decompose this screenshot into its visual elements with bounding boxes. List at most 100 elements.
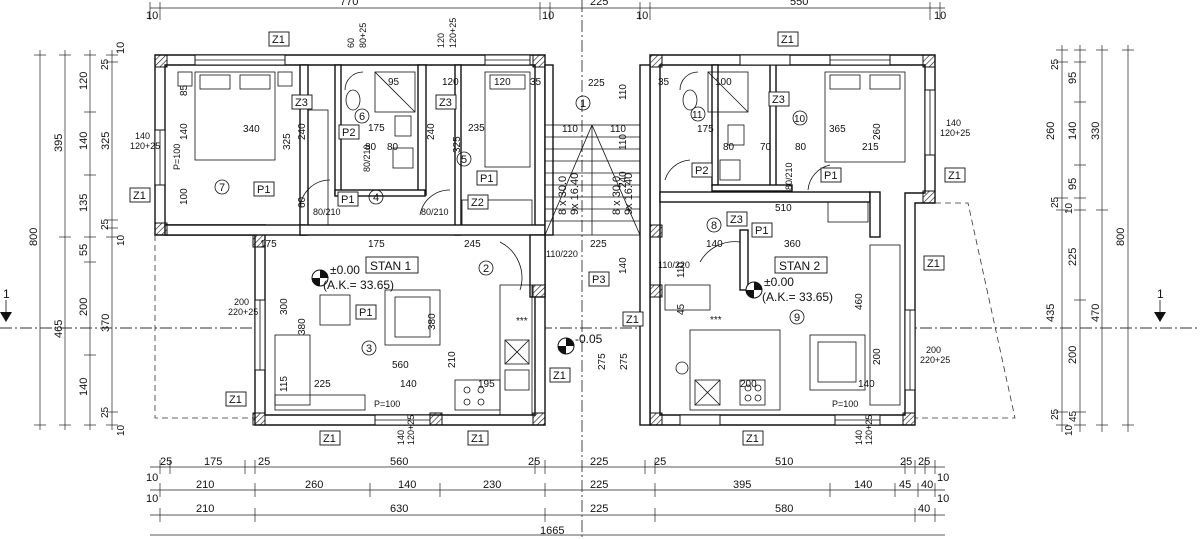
dim-label: 100 <box>179 188 190 205</box>
dim-label: 175 <box>697 124 714 135</box>
dim-label: 225 <box>590 456 608 468</box>
floor-type-tags: P1 P1 P1 P1 P1 P1 P2 P2 P3 <box>253 124 842 320</box>
dim-label: 200 <box>78 298 90 316</box>
room-number: 2 <box>483 263 489 275</box>
section-mark-right: 1 <box>1154 287 1166 322</box>
dim-label: 560 <box>390 456 408 468</box>
dim-label: 140 <box>78 132 90 150</box>
dim-label: 110 <box>562 124 578 135</box>
dim-label: 80 <box>795 142 807 153</box>
dim-label: 45 <box>676 303 687 315</box>
interior-walls <box>164 64 881 426</box>
dim-label: 25 <box>100 406 111 418</box>
dim-label: 325 <box>452 136 463 153</box>
dim-label: 225 <box>314 379 331 390</box>
floor-tag: P1 <box>480 173 493 185</box>
dim-label: 120 <box>494 77 511 88</box>
dim-label: 10 <box>636 10 648 22</box>
room-number: 7 <box>219 182 225 194</box>
windows <box>154 54 936 426</box>
window-label: 120+25 <box>448 18 458 48</box>
dim-label: 10 <box>146 493 158 505</box>
exterior-walls <box>154 54 936 426</box>
dim-label: 175 <box>260 239 277 250</box>
dim-label: 120 <box>442 77 459 88</box>
window-label: 200 <box>926 345 941 355</box>
dim-label: 25 <box>528 456 540 468</box>
room-number: 9 <box>794 312 800 324</box>
dim-label: 10 <box>937 493 949 505</box>
level-label: -0.05 <box>575 332 603 346</box>
section-mark-left: 1 <box>0 287 12 322</box>
level-label: ±0.00 <box>330 263 360 277</box>
dim-label: 175 <box>368 239 385 250</box>
bottom-dimension-chains: 10 25 175 25 560 25 225 25 510 25 25 10 … <box>146 456 949 537</box>
top-dimension-chain: 10 770 10 225 10 550 10 <box>146 0 946 22</box>
dim-label: 200 <box>872 348 883 365</box>
window-label: 140 <box>396 430 406 445</box>
dim-label: 25 <box>1050 196 1061 208</box>
wall-tag: Z1 <box>948 170 961 182</box>
door-swings <box>299 71 831 291</box>
window-label: 140 <box>854 430 864 445</box>
dim-label: 110 <box>618 84 629 100</box>
stair-label: 8 x 30.0 <box>611 176 623 215</box>
floor-tag: P1 <box>359 307 372 319</box>
dim-label: 200 <box>740 379 757 390</box>
dim-label: 25 <box>100 58 111 70</box>
wall-tag: Z2 <box>471 197 484 209</box>
door-label: 80/210 <box>784 162 794 190</box>
dim-label: 140 <box>854 479 872 491</box>
dim-label: 95 <box>388 77 400 88</box>
dim-label: 140 <box>706 239 723 250</box>
dim-label: 110 <box>618 134 629 150</box>
wall-type-tags: Z1 Z1 Z1 Z1 Z1 Z1 Z1 Z1 Z1 Z1 Z1 Z2 Z3 Z… <box>129 31 966 446</box>
level-marker-exterior: -0.05 <box>557 332 603 355</box>
structural-columns <box>154 54 936 426</box>
dim-label: 10 <box>1064 202 1075 214</box>
dim-label: 25 <box>160 456 172 468</box>
dim-label: 25 <box>258 456 270 468</box>
dim-label: 470 <box>1090 304 1102 322</box>
apartment-label: STAN 2 <box>779 259 820 273</box>
opening-annotations: 140 120+25 200 220+25 P=100 P=100 80/210… <box>130 18 970 445</box>
wall-tag: Z1 <box>746 433 759 445</box>
dim-label: 55 <box>78 244 90 256</box>
room-number: 1 <box>580 98 586 110</box>
door-label: 80/210 <box>313 207 341 217</box>
dim-label: 25 <box>900 456 912 468</box>
dim-label: 240 <box>618 171 629 188</box>
dim-label: 10 <box>937 472 949 484</box>
right-dimension-chains: 25 95 140 25 95 10 260 330 225 435 200 2… <box>1045 45 1134 436</box>
dim-label: 10 <box>115 42 127 54</box>
wall-tag: Z3 <box>772 94 785 106</box>
dim-label: 85 <box>179 84 190 96</box>
dim-label: 435 <box>1045 304 1057 322</box>
stair-label: 9x 16.40 <box>569 173 581 215</box>
dim-label: 140 <box>398 479 416 491</box>
dim-label: 340 <box>243 124 260 135</box>
dim-label: 360 <box>784 239 801 250</box>
dim-label: 95 <box>1067 178 1079 190</box>
dim-label: 210 <box>447 351 458 368</box>
dim-label: 395 <box>53 134 65 152</box>
dim-label: 395 <box>733 479 751 491</box>
wall-tag: Z1 <box>133 190 146 202</box>
dim-label: 240 <box>297 123 308 140</box>
window-label: 60 <box>346 38 356 48</box>
dim-label: 175 <box>368 123 385 134</box>
apartment-tag-stan1: STAN 1 <box>365 256 419 274</box>
left-dimension-chains: 800 395 465 120 140 135 55 200 140 325 3… <box>28 42 127 436</box>
floor-tag: P1 <box>824 170 837 182</box>
dim-label: 140 <box>179 123 190 140</box>
dim-label: 245 <box>464 239 481 250</box>
room-numbers: 1 2 3 4 5 6 7 8 9 10 11 <box>214 95 808 356</box>
dim-label: 140 <box>1067 122 1079 140</box>
dim-label: 195 <box>478 379 495 390</box>
window-label: 220+25 <box>228 307 258 317</box>
dim-label: 35 <box>530 77 542 88</box>
dim-label: 25 <box>918 456 930 468</box>
dim-label: 10 <box>116 424 127 436</box>
floor-tag: P1 <box>755 225 768 237</box>
dim-label: 95 <box>1067 72 1079 84</box>
